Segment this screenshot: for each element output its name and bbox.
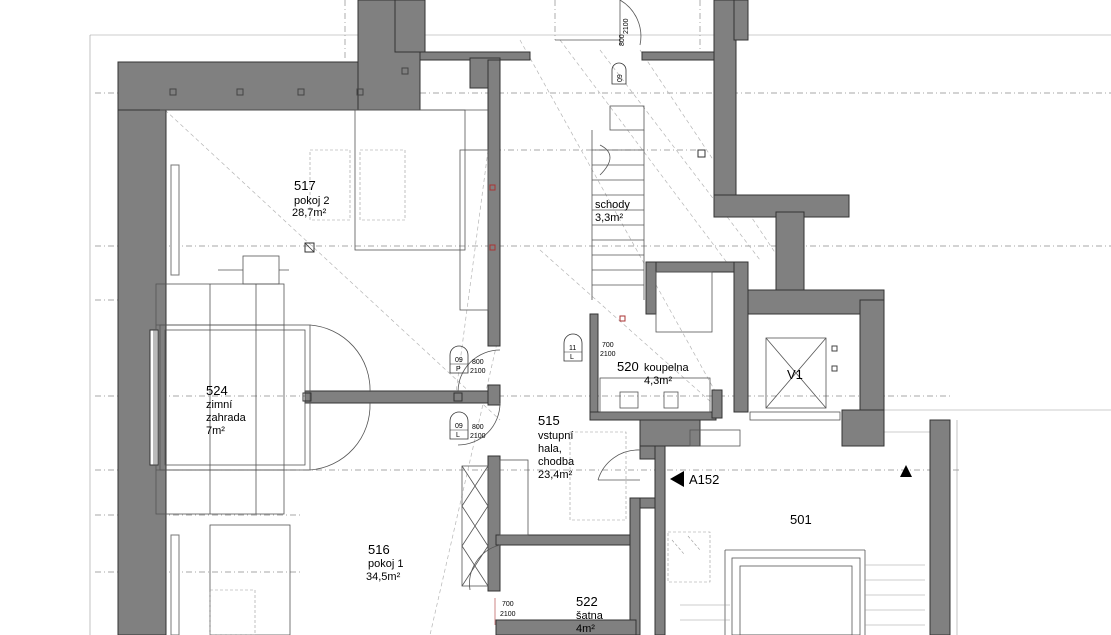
svg-text:516: 516: [368, 542, 390, 557]
svg-text:L: L: [570, 354, 574, 361]
svg-text:pokoj 1: pokoj 1: [368, 558, 403, 570]
doors: [457, 0, 642, 591]
svg-text:524: 524: [206, 383, 228, 398]
shaft-v1: [749, 337, 841, 421]
svg-text:34,5m²: 34,5m²: [366, 571, 401, 583]
svg-text:7m²: 7m²: [206, 425, 225, 437]
section-marker-a152: A152: [670, 471, 719, 487]
svg-text:L: L: [456, 432, 460, 439]
section-arrow-icon: [670, 471, 684, 487]
furniture-517: [309, 109, 489, 311]
svg-text:517: 517: [294, 178, 316, 193]
svg-text:A152: A152: [689, 472, 719, 487]
svg-text:700: 700: [602, 342, 614, 349]
svg-text:800: 800: [619, 34, 626, 46]
svg-text:522: 522: [576, 594, 598, 609]
door-tag-3: 09 L 800 2100: [449, 411, 486, 440]
winter-garden-structure: [155, 255, 371, 515]
markers: [169, 67, 838, 402]
svg-text:515: 515: [538, 413, 560, 428]
svg-text:P: P: [456, 366, 461, 373]
bathroom-fixtures: [599, 271, 741, 447]
svg-text:chodba: chodba: [538, 456, 575, 468]
svg-text:23,4m²: 23,4m²: [538, 469, 573, 481]
svg-text:3,3m²: 3,3m²: [595, 212, 623, 224]
svg-text:schody: schody: [595, 199, 630, 211]
svg-text:4m²: 4m²: [576, 623, 595, 635]
room-520-label: 520 koupelna 4,3m²: [617, 359, 690, 387]
svg-text:šatna: šatna: [576, 610, 604, 622]
door-tag-5: 700 2100: [494, 598, 516, 625]
windows-west: [149, 109, 488, 635]
svg-text:vstupní: vstupní: [538, 430, 573, 442]
svg-text:800: 800: [472, 359, 484, 366]
svg-text:09: 09: [617, 74, 624, 82]
north-triangle-icon: [900, 465, 912, 477]
svg-text:2100: 2100: [600, 351, 616, 358]
svg-text:zimní: zimní: [206, 399, 232, 411]
svg-text:2100: 2100: [470, 433, 486, 440]
door-tag-1: 800 2100: [619, 18, 630, 46]
svg-text:520: 520: [617, 359, 639, 374]
room-515-label: 515 vstupní hala, chodba 23,4m²: [538, 413, 575, 481]
shaft-v1-label: V1: [787, 367, 803, 382]
svg-text:2100: 2100: [623, 18, 630, 34]
svg-text:800: 800: [472, 424, 484, 431]
room-517-label: 517 pokoj 2 28,7m²: [292, 178, 329, 219]
svg-text:09: 09: [455, 423, 463, 430]
svg-text:11: 11: [569, 345, 576, 352]
room-501-label: 501: [790, 512, 812, 527]
room-522-label: 522 šatna 4m²: [576, 594, 604, 635]
room-524-label: 524 zimní zahrada 7m²: [206, 383, 247, 437]
room-schody-label: schody 3,3m²: [595, 199, 630, 224]
furniture-516: [209, 524, 291, 635]
door-tag-6: 09: [611, 62, 627, 85]
svg-text:zahrada: zahrada: [206, 412, 247, 424]
svg-text:hala,: hala,: [538, 443, 562, 455]
svg-text:4,3m²: 4,3m²: [644, 375, 672, 387]
svg-text:2100: 2100: [500, 611, 516, 618]
wardrobe-516: [461, 431, 627, 587]
staircase: [555, 39, 645, 300]
svg-text:pokoj 2: pokoj 2: [294, 195, 329, 207]
svg-text:2100: 2100: [470, 368, 486, 375]
door-tag-2: 09 P 800 2100: [449, 345, 486, 375]
svg-text:700: 700: [502, 601, 514, 608]
room-516-label: 516 pokoj 1 34,5m²: [366, 542, 403, 583]
svg-text:501: 501: [790, 512, 812, 527]
svg-text:V1: V1: [787, 367, 803, 382]
svg-text:28,7m²: 28,7m²: [292, 207, 327, 219]
door-tag-4: 11 L 700 2100: [563, 333, 616, 362]
svg-text:09: 09: [455, 357, 463, 364]
fixtures-501: [667, 531, 925, 635]
svg-text:koupelna: koupelna: [644, 362, 690, 374]
